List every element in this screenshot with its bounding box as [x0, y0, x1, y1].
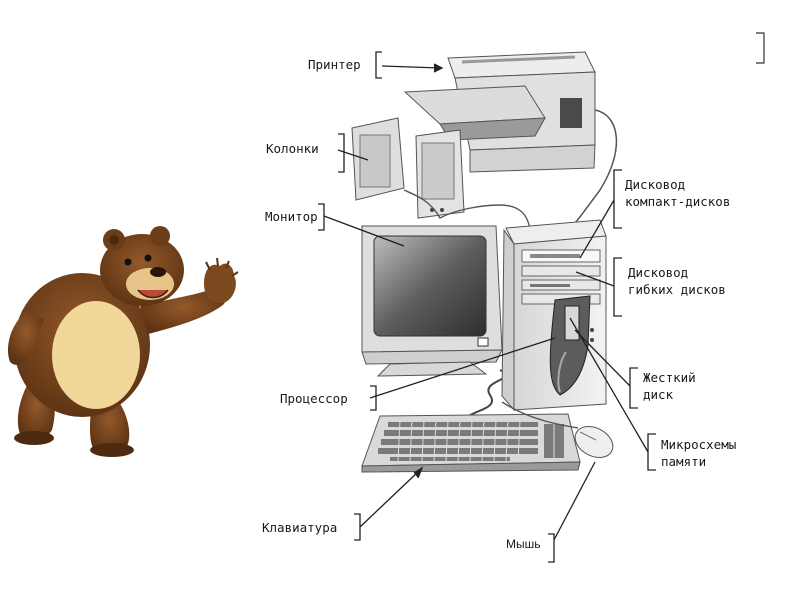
speakers-label: Колонки — [266, 140, 319, 157]
cd-drive-label-line2: компакт-дисков — [625, 193, 730, 210]
printer-label: Принтер — [308, 56, 361, 73]
memory-chips-label-line1: Микросхемы — [661, 436, 736, 453]
bear-illustration — [8, 226, 238, 457]
mouse-label: Мышь — [506, 536, 541, 553]
monitor-illustration — [362, 226, 506, 420]
cd-drive-label-line1: Дисковод — [625, 176, 685, 193]
monitor-label: Монитор — [265, 208, 318, 225]
keyboard-label: Клавиатура — [262, 519, 337, 536]
hard-disk-label-line1: Жесткий — [643, 369, 696, 386]
floppy-drive-label-line1: Дисковод — [628, 264, 688, 281]
processor-label: Процессор — [280, 390, 348, 407]
floppy-drive-label-line2: гибких дисков — [628, 281, 726, 298]
memory-chips-label-line2: памяти — [661, 453, 706, 470]
keyboard-illustration — [362, 414, 580, 472]
system-unit-illustration — [502, 220, 606, 410]
hard-disk-label-line2: диск — [643, 386, 673, 403]
